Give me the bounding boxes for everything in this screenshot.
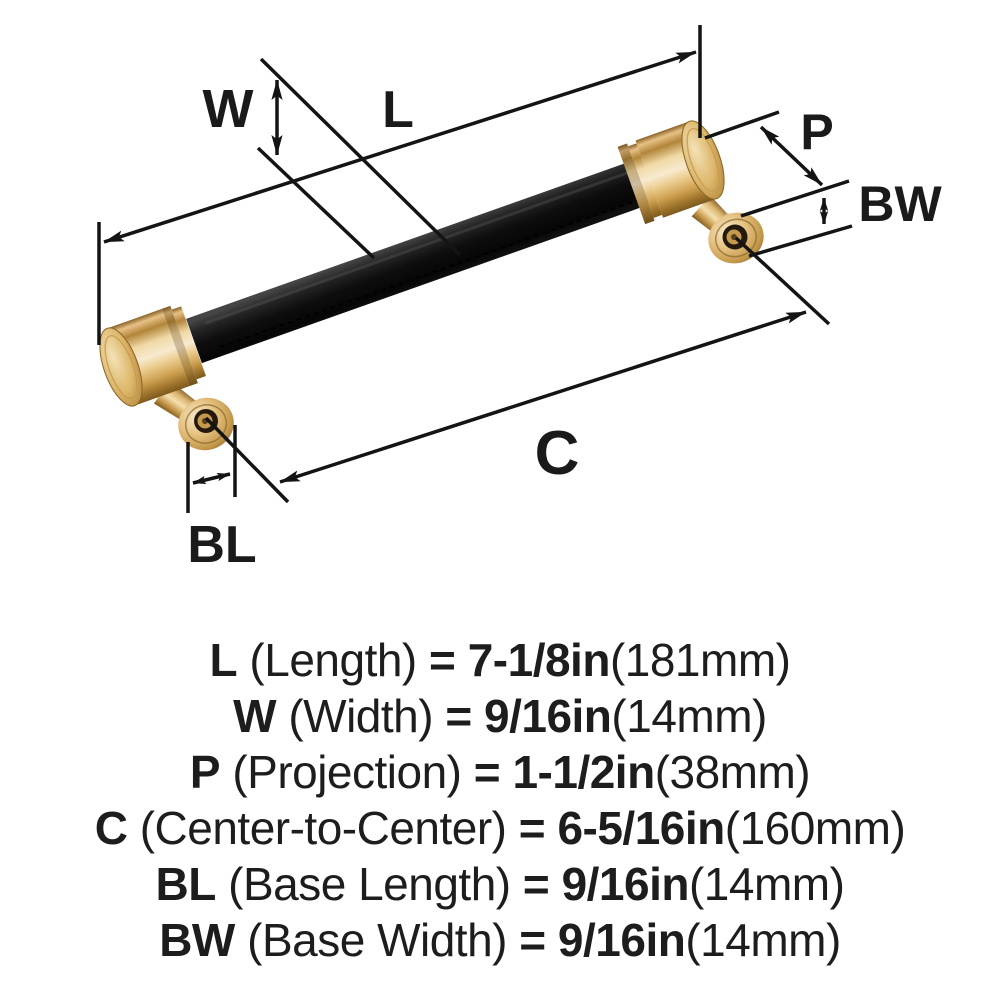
- legend-row-base-length: BL (Base Length) = 9/16in(14mm): [0, 856, 1000, 912]
- legend-value: 6-5/16in: [557, 802, 725, 854]
- legend-name: (Base Length): [228, 858, 511, 910]
- legend-code: C: [94, 802, 128, 854]
- leather-bar: [186, 157, 656, 364]
- left-base: [178, 397, 234, 451]
- legend-value: 9/16in: [484, 690, 612, 742]
- legend-row-projection: P (Projection) = 1-1/2in(38mm): [0, 744, 1000, 800]
- c-dim-line: [279, 310, 807, 484]
- equals-sign: =: [429, 634, 456, 686]
- legend-name: (Projection): [232, 746, 462, 798]
- p-arrow: [759, 125, 824, 187]
- label-length: L: [382, 81, 414, 139]
- legend-name: (Center-to-Center): [139, 802, 507, 854]
- dim-projection: [704, 110, 824, 187]
- equals-sign: =: [473, 746, 501, 798]
- legend-code: BW: [159, 914, 235, 966]
- c-ext-left: [204, 416, 290, 504]
- legend-metric: (181mm): [609, 634, 791, 686]
- l-dim-line: [103, 50, 697, 244]
- label-projection: P: [800, 104, 833, 160]
- equals-sign: =: [522, 858, 550, 910]
- p-tick-top: [704, 110, 780, 140]
- left-cap-face: [99, 327, 143, 407]
- w-tick-top: [259, 57, 462, 257]
- handle: [99, 120, 764, 451]
- dim-base-width: [740, 179, 853, 258]
- legend-value: 1-1/2in: [512, 746, 655, 798]
- bw-line-bottom: [748, 224, 853, 258]
- handle-dimension-drawing: L W P BW C: [97, 25, 942, 574]
- legend-metric: (14mm): [611, 690, 767, 742]
- equals-sign: =: [519, 914, 546, 966]
- legend-name: (Width): [288, 690, 434, 742]
- w-tick-bottom: [256, 146, 376, 260]
- left-end-cap: [99, 305, 206, 407]
- legend-name: (Base Width): [247, 914, 507, 966]
- bl-arrow: [192, 472, 231, 485]
- legend-value: 9/16in: [557, 914, 686, 966]
- legend-code: L: [209, 634, 238, 686]
- label-center-to-center: C: [535, 419, 580, 488]
- equals-sign: =: [518, 802, 546, 854]
- dim-width: [256, 57, 462, 260]
- legend-code: BL: [155, 858, 217, 910]
- dim-length: [97, 25, 702, 345]
- legend-value: 7-1/8in: [467, 634, 611, 686]
- legend-row-base-width: BW (Base Width) = 9/16in(14mm): [0, 912, 1000, 968]
- bw-line-top: [740, 179, 850, 218]
- equals-sign: =: [445, 690, 472, 742]
- legend-row-length: L (Length) = 7-1/8in(181mm): [0, 632, 1000, 688]
- legend-metric: (14mm): [685, 914, 841, 966]
- legend-code: P: [189, 746, 221, 798]
- legend-metric: (14mm): [688, 858, 845, 910]
- dim-center-to-center: [204, 236, 831, 504]
- legend-value: 9/16in: [561, 858, 690, 910]
- dimension-legend: L (Length) = 7-1/8in(181mm) W (Width) = …: [0, 632, 1000, 968]
- legend-row-center-to-center: C (Center-to-Center) = 6-5/16in(160mm): [0, 800, 1000, 856]
- legend-row-width: W (Width) = 9/16in(14mm): [0, 688, 1000, 744]
- label-width: W: [203, 79, 254, 139]
- legend-metric: (160mm): [724, 802, 906, 854]
- legend-metric: (38mm): [654, 746, 811, 798]
- legend-name: (Length): [249, 634, 417, 686]
- c-ext-right: [734, 236, 831, 326]
- legend-code: W: [233, 690, 277, 742]
- label-base-length: BL: [187, 516, 256, 574]
- bar-highlight: [204, 170, 632, 325]
- dim-base-length: [186, 425, 237, 513]
- label-base-width: BW: [858, 176, 942, 232]
